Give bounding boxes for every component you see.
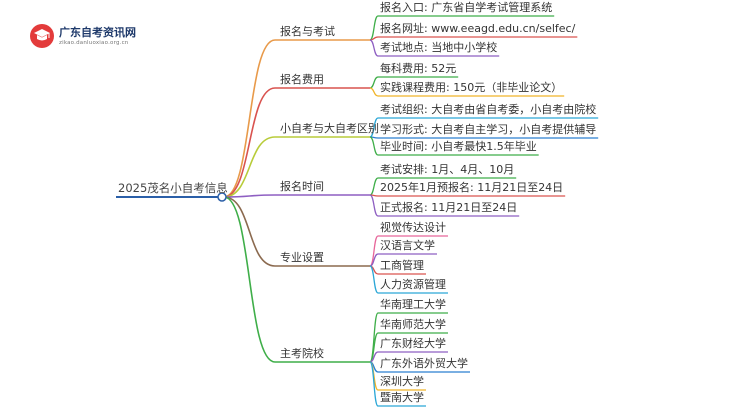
child-label: 视觉传达设计 — [380, 221, 446, 234]
child-label: 毕业时间: 小自考最快1.5年毕业 — [380, 140, 537, 153]
child-label: 正式报名: 11月21日至24日 — [380, 201, 518, 214]
child-connector — [369, 312, 379, 363]
child-label: 学习形式: 大自考自主学习，小自考提供辅导 — [380, 123, 597, 136]
child-label: 汉语言文学 — [380, 239, 435, 252]
branch-label: 报名时间 — [280, 180, 324, 193]
branch-connector — [223, 196, 276, 363]
child-connector — [369, 15, 379, 41]
child-label: 考试组织: 大自考由省自考委，小自考由院校 — [380, 103, 597, 116]
branch-connector — [223, 196, 276, 267]
child-label: 每科费用: 52元 — [380, 62, 457, 75]
child-label: 暨南大学 — [380, 391, 424, 404]
branch-connector — [223, 39, 276, 198]
branch-label: 报名与考试 — [280, 25, 335, 38]
root-node — [217, 192, 227, 202]
child-label: 考试安排: 1月、4月、10月 — [380, 163, 515, 176]
child-label: 工商管理 — [380, 259, 424, 272]
child-connector — [369, 265, 379, 294]
child-connector — [369, 177, 379, 196]
child-label: 报名网址: www.eeagd.edu.cn/selfec/ — [380, 22, 576, 35]
child-label: 考试地点: 当地中小学校 — [380, 41, 498, 54]
logo-name: 广东自考资讯网 — [59, 26, 136, 39]
child-connector — [369, 39, 379, 57]
child-label: 实践课程费用: 150元（非毕业论文） — [380, 81, 563, 94]
child-label: 广东外语外贸大学 — [380, 357, 468, 370]
branch-connector — [223, 136, 276, 198]
branch-label: 专业设置 — [280, 251, 324, 264]
child-label: 深圳大学 — [380, 375, 424, 388]
child-connector — [369, 361, 379, 407]
child-label: 人力资源管理 — [380, 278, 446, 291]
branch-connector — [223, 87, 276, 198]
root-label: 2025茂名小自考信息 — [118, 181, 228, 195]
child-connector — [369, 76, 379, 89]
child-connector — [369, 194, 379, 217]
branch-label: 报名费用 — [280, 73, 324, 86]
child-label: 华南理工大学 — [380, 298, 446, 311]
child-label: 华南师范大学 — [380, 318, 446, 331]
child-connector — [369, 136, 379, 156]
logo-url: zikao.danluoxiao.org.cn — [59, 40, 129, 46]
child-connector — [369, 87, 379, 97]
graduation-cap-icon — [30, 24, 54, 48]
child-label: 2025年1月预报名: 11月21日至24日 — [380, 181, 564, 194]
branch-label: 小自考与大自考区别 — [280, 122, 379, 135]
child-label: 报名入口: 广东省自学考试管理系统 — [380, 1, 553, 14]
child-label: 广东财经大学 — [380, 337, 446, 350]
branch-label: 主考院校 — [280, 347, 324, 360]
branch-connector — [223, 194, 276, 198]
site-logo: 广东自考资讯网 zikao.danluoxiao.org.cn — [30, 22, 150, 52]
